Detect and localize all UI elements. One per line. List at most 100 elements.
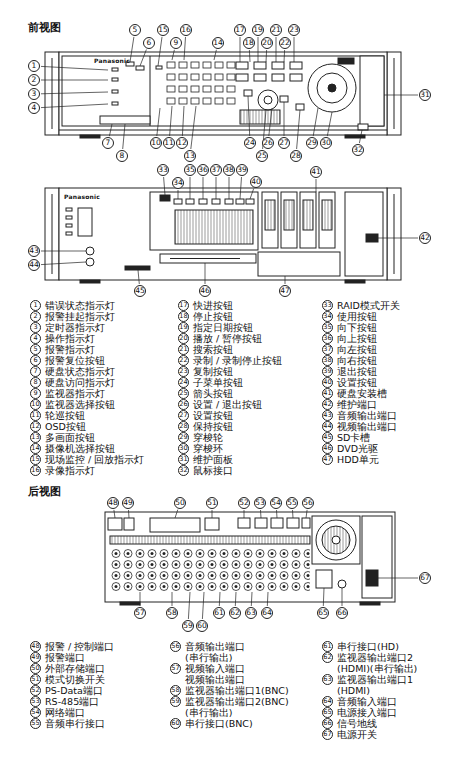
parts-list-column: 56音频输出端口 (串行输出)57视频输入端口 视频输出端口58监视器输出端口1… <box>170 641 285 729</box>
part-name: 摄像机选择按钮 <box>45 443 115 454</box>
rear-view-part <box>110 536 310 544</box>
front-view-panel-open-part <box>80 280 100 283</box>
rear-view-part <box>362 516 392 598</box>
parts-list-row: 23复制按钮 <box>178 366 282 377</box>
leader-line <box>251 592 253 606</box>
leader-line <box>140 50 146 67</box>
leader-line <box>188 592 190 619</box>
parts-list-row: 20播放 / 暂停按钮 <box>178 333 282 344</box>
front-view-panel-open-part <box>150 192 258 250</box>
callout-number: 52 <box>238 497 250 509</box>
callout-number: 39 <box>236 164 248 176</box>
part-name: 退出按钮 <box>337 366 377 377</box>
view-heading: 前视图 <box>28 20 61 35</box>
callout-number: 5 <box>129 24 141 36</box>
parts-list-row: 11轮巡按钮 <box>30 410 144 421</box>
list-number: 65 <box>322 707 333 718</box>
list-number: 31 <box>178 454 189 465</box>
parts-list-row: 46DVD光驱 <box>322 443 400 454</box>
list-number: 48 <box>30 641 41 652</box>
leader-line <box>190 177 191 199</box>
list-number: 12 <box>30 421 41 432</box>
leader-line <box>202 592 204 619</box>
parts-list-row: 16录像指示灯 <box>30 465 144 476</box>
callout-number: 36 <box>197 164 209 176</box>
parts-list-row: 18停止按钮 <box>178 311 282 322</box>
parts-list-row: 58监视器输出端口1(BNC) <box>170 685 285 696</box>
list-number: 63 <box>322 674 333 685</box>
parts-list-row: 67电源开关 <box>322 729 437 740</box>
list-number: 53 <box>30 696 41 707</box>
front-view-panel-open-part <box>66 216 72 219</box>
parts-list-row: 48 报警 / 控制端口 <box>30 641 114 652</box>
leader-line <box>203 177 204 199</box>
list-number: 57 <box>170 663 181 674</box>
rear-view-part <box>238 518 250 528</box>
front-view-part <box>59 52 387 135</box>
list-number: 14 <box>30 443 41 454</box>
leader-line <box>342 588 343 606</box>
part-name: 监视器输出端口2 (HDMI)(串行输出) <box>337 652 437 674</box>
part-name: 视频输出端口 <box>337 421 397 432</box>
list-number: 47 <box>322 454 333 465</box>
part-name: 监视器选择按钮 <box>45 399 115 410</box>
leader-line <box>219 592 221 606</box>
list-number: 5 <box>30 344 41 355</box>
list-number: 67 <box>322 729 333 740</box>
callout-number: 34 <box>172 177 184 189</box>
list-number: 45 <box>322 432 333 443</box>
parts-list-row: 35向下按钮 <box>322 322 400 333</box>
callout-number: 38 <box>223 164 235 176</box>
leader-line <box>248 96 250 136</box>
leader-line <box>172 592 173 606</box>
callout-number: 48 <box>107 497 119 509</box>
parts-list-row: 40设置按钮 <box>322 377 400 388</box>
front-view-panel-open-part <box>170 258 240 259</box>
leader-line <box>212 510 213 518</box>
list-number: 3 <box>30 322 41 333</box>
parts-list-row: 24子菜单按钮 <box>178 377 282 388</box>
leader-line <box>250 189 254 199</box>
part-name: HDD单元 <box>337 454 379 465</box>
list-number: 37 <box>322 344 333 355</box>
front-view-panel-open-part <box>281 192 297 248</box>
callout-number: 54 <box>270 497 282 509</box>
list-number: 56 <box>170 641 181 652</box>
list-number: 41 <box>322 388 333 399</box>
rear-view-part <box>124 518 134 530</box>
callout-number: 23 <box>288 24 300 36</box>
callout-number: 11 <box>163 137 175 149</box>
parts-list-row: 47 HDD单元 <box>322 454 400 465</box>
front-view-part <box>358 124 368 130</box>
list-number: 23 <box>178 366 189 377</box>
list-number: 25 <box>178 388 189 399</box>
parts-list-row: 34使用按钮 <box>322 311 400 322</box>
rear-view-part <box>322 526 350 554</box>
leader-line <box>297 110 300 149</box>
leader-line <box>284 50 286 62</box>
front-view-panel-open-part <box>387 188 401 280</box>
front-view-panel-open-part <box>345 192 383 276</box>
callout-number: 63 <box>245 607 257 619</box>
parts-list-row: 52PS-Data端口 <box>30 685 114 696</box>
parts-list-row: 27设置按钮 <box>178 410 282 421</box>
part-name: 报警 / 控制端口 <box>45 641 114 652</box>
part-name: 向右按钮 <box>337 355 377 366</box>
leader-line <box>170 106 172 136</box>
list-number: 44 <box>322 421 333 432</box>
front-view-part <box>112 78 118 81</box>
parts-list-row: 57视频输入端口 视频输出端口 <box>170 663 285 685</box>
part-name: 报警指示灯 <box>45 344 95 355</box>
list-number: 1 <box>30 300 41 311</box>
callout-number: 21 <box>270 24 282 36</box>
parts-list-row: 43音频输出端口 <box>322 410 400 421</box>
part-name: 音频输出端口 <box>337 410 397 421</box>
front-view-part <box>156 66 162 69</box>
list-number: 50 <box>30 663 41 674</box>
list-number: 21 <box>178 344 189 355</box>
callout-number: 19 <box>252 24 264 36</box>
leader-line <box>175 510 178 518</box>
callout-number: 50 <box>174 497 186 509</box>
callout-number: 13 <box>184 150 196 162</box>
front-view-panel-open-part <box>246 199 254 204</box>
